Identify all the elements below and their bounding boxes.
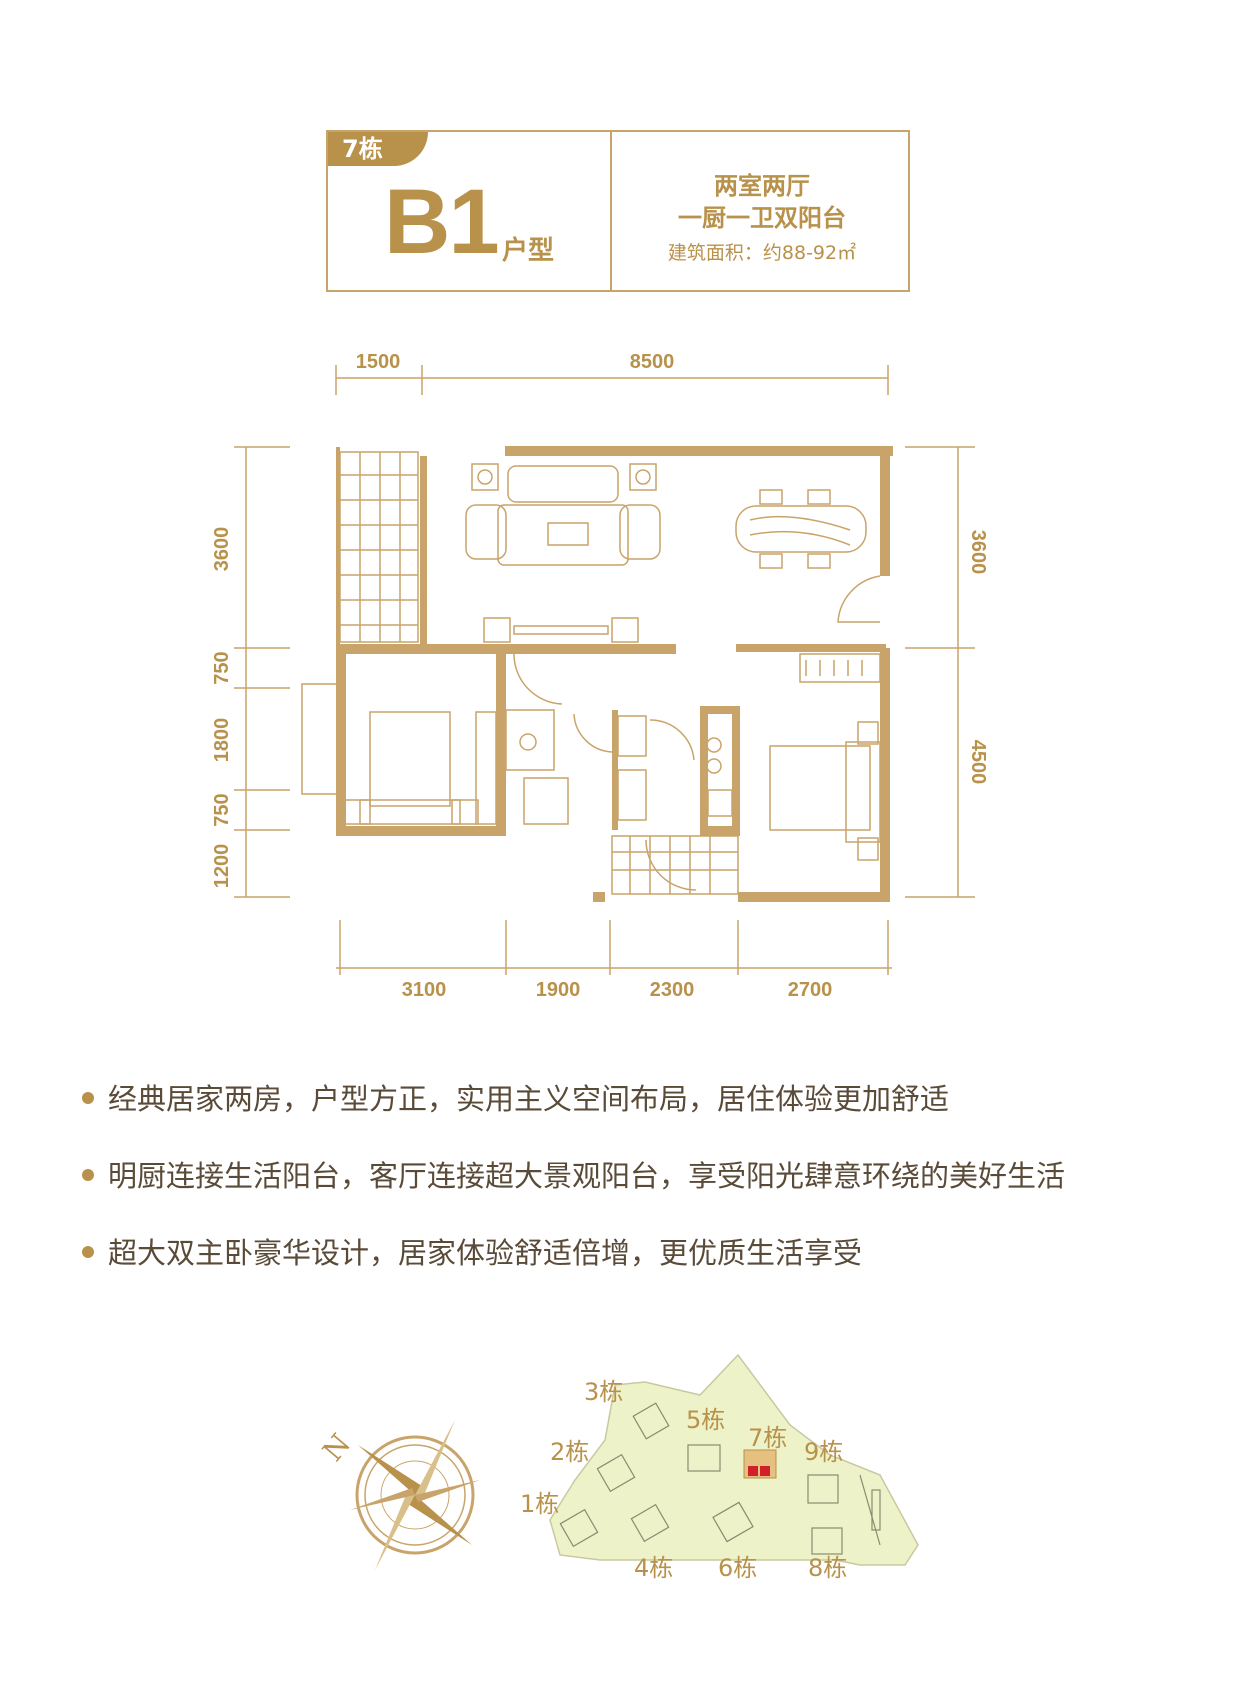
dim-bottom-4: 2700 <box>788 979 833 1001</box>
building-label-7: 7栋 <box>748 1424 788 1452</box>
dim-right-1: 3600 <box>967 530 989 575</box>
unit-title-card: 7栋 B1 户型 两室两厅 一厨一卫双阳台 建筑面积：约88-92㎡ <box>326 130 910 292</box>
feature-item: 超大双主卧豪华设计，居家体验舒适倍增，更优质生活享受 <box>82 1230 862 1272</box>
dim-bottom-3: 2300 <box>650 979 695 1001</box>
building-label-4: 4栋 <box>634 1554 674 1582</box>
dim-left-4: 750 <box>211 793 233 826</box>
compass-icon: N <box>316 1420 480 1570</box>
fixtures <box>301 451 881 895</box>
building-label-1: 1栋 <box>520 1490 560 1518</box>
dim-left-5: 1200 <box>211 844 233 889</box>
dimension-lines <box>234 365 975 975</box>
layout-line-2: 一厨一卫双阳台 <box>678 204 846 232</box>
compass-north-label: N <box>316 1428 357 1468</box>
dim-right-2: 4500 <box>967 740 989 785</box>
building-label-6: 6栋 <box>718 1554 758 1582</box>
dim-left-3: 1800 <box>211 718 233 763</box>
building-label-2: 2栋 <box>550 1438 590 1466</box>
dim-left-2: 750 <box>211 651 233 684</box>
building-label-5: 5栋 <box>686 1406 726 1434</box>
unit-code: B1 <box>384 171 500 273</box>
feature-item: 经典居家两房，户型方正，实用主义空间布局，居住体验更加舒适 <box>82 1076 949 1118</box>
feature-item: 明厨连接生活阳台，客厅连接超大景观阳台，享受阳光肆意环绕的美好生活 <box>82 1153 1065 1195</box>
building-label-9: 9栋 <box>804 1438 844 1466</box>
dim-top-2: 8500 <box>630 351 675 373</box>
layout-line-1: 两室两厅 <box>714 172 810 200</box>
title-divider <box>610 132 612 290</box>
floor-plan: 1500 8500 3100 1900 2300 2700 3600 750 1… <box>211 351 989 1001</box>
building-label-3: 3栋 <box>584 1378 624 1406</box>
building-label-8: 8栋 <box>808 1554 848 1582</box>
unit-type-suffix: 户型 <box>502 236 555 266</box>
dim-left-1: 3600 <box>211 527 233 572</box>
building-tag: 7栋 <box>328 132 428 166</box>
dimension-labels: 1500 8500 3100 1900 2300 2700 3600 750 1… <box>211 351 989 1001</box>
dim-bottom-1: 3100 <box>402 979 447 1001</box>
dim-bottom-2: 1900 <box>536 979 581 1001</box>
dim-top-1: 1500 <box>356 351 401 373</box>
walls <box>336 446 893 902</box>
floor-area: 建筑面积：约88-92㎡ <box>667 242 857 264</box>
